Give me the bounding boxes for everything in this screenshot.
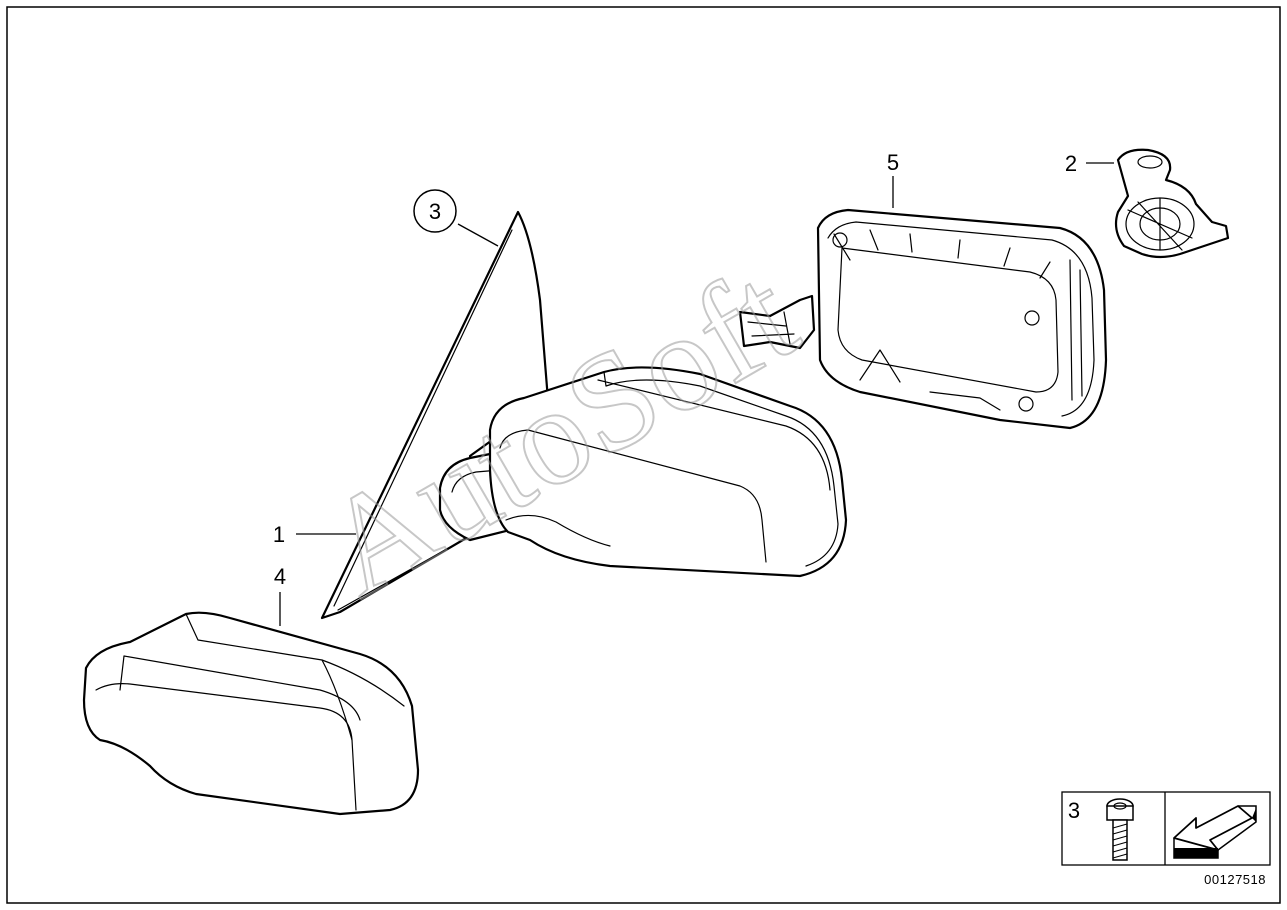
screw-icon	[1106, 798, 1134, 861]
legend-screw-qty: 3	[1068, 798, 1080, 823]
mirror-cap-part-4	[82, 611, 420, 816]
callout-2: 2	[1065, 151, 1077, 176]
diagram-frame	[6, 6, 1281, 904]
diagram-part-number: 00127518	[1204, 872, 1266, 887]
callouts: 3 1 4 5 2	[273, 150, 1077, 589]
callout-5: 5	[887, 150, 899, 175]
callout-3: 3	[429, 199, 441, 224]
mirror-assembly-part-1	[320, 210, 848, 620]
callout-1: 1	[273, 522, 285, 547]
direction-arrow-icon	[1173, 805, 1257, 859]
leader-line-3	[457, 223, 499, 247]
leader-lines	[279, 162, 1114, 626]
mirror-base-frame-part-5	[738, 208, 1108, 430]
callout-4: 4	[274, 564, 286, 589]
callout-circle-3	[413, 189, 457, 233]
mounting-clip-part-2	[1114, 148, 1230, 259]
legend-box: 3	[1061, 791, 1271, 866]
